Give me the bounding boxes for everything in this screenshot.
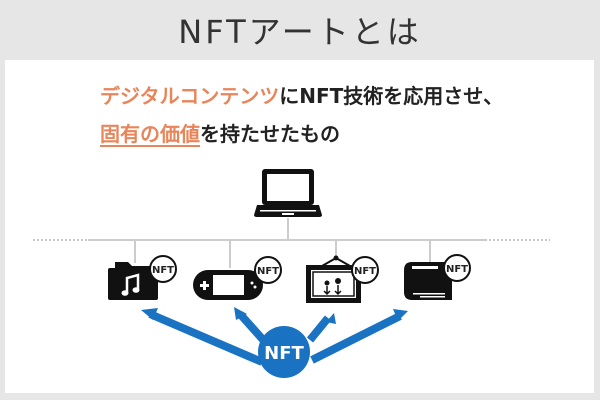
game-console-icon [193, 270, 263, 300]
description-line-2: 固有の価値を持たせたもの [100, 118, 340, 147]
nft-badge: NFT [149, 255, 177, 283]
svg-text:NFT: NFT [446, 264, 468, 275]
highlight-digital-content: デジタルコンテンツ [100, 84, 280, 108]
book-icon [404, 262, 452, 300]
description-line-2-rest: を持たせたもの [200, 122, 340, 146]
laptop-icon [254, 169, 322, 217]
highlight-unique-value: 固有の価値 [100, 122, 200, 146]
svg-text:NFT: NFT [354, 266, 376, 277]
nft-hub: NFT [258, 326, 310, 378]
connector-lines [33, 218, 550, 268]
description-line-1: デジタルコンテンツにNFT技術を応用させ、 [100, 80, 503, 109]
arrow-heads [141, 307, 408, 324]
nft-badge: NFT [443, 254, 471, 282]
nft-badge: NFT [254, 256, 282, 284]
svg-text:NFT: NFT [257, 266, 279, 277]
music-folder-icon [108, 262, 158, 300]
description-line-1-rest: にNFT技術を応用させ、 [279, 84, 504, 108]
nft-badge: NFT [351, 256, 379, 284]
framed-picture-icon [306, 255, 361, 303]
svg-text:NFT: NFT [264, 343, 304, 364]
distribution-arrows [148, 310, 402, 366]
page-title: NFTアートとは [178, 13, 422, 51]
svg-text:NFT: NFT [152, 265, 174, 276]
